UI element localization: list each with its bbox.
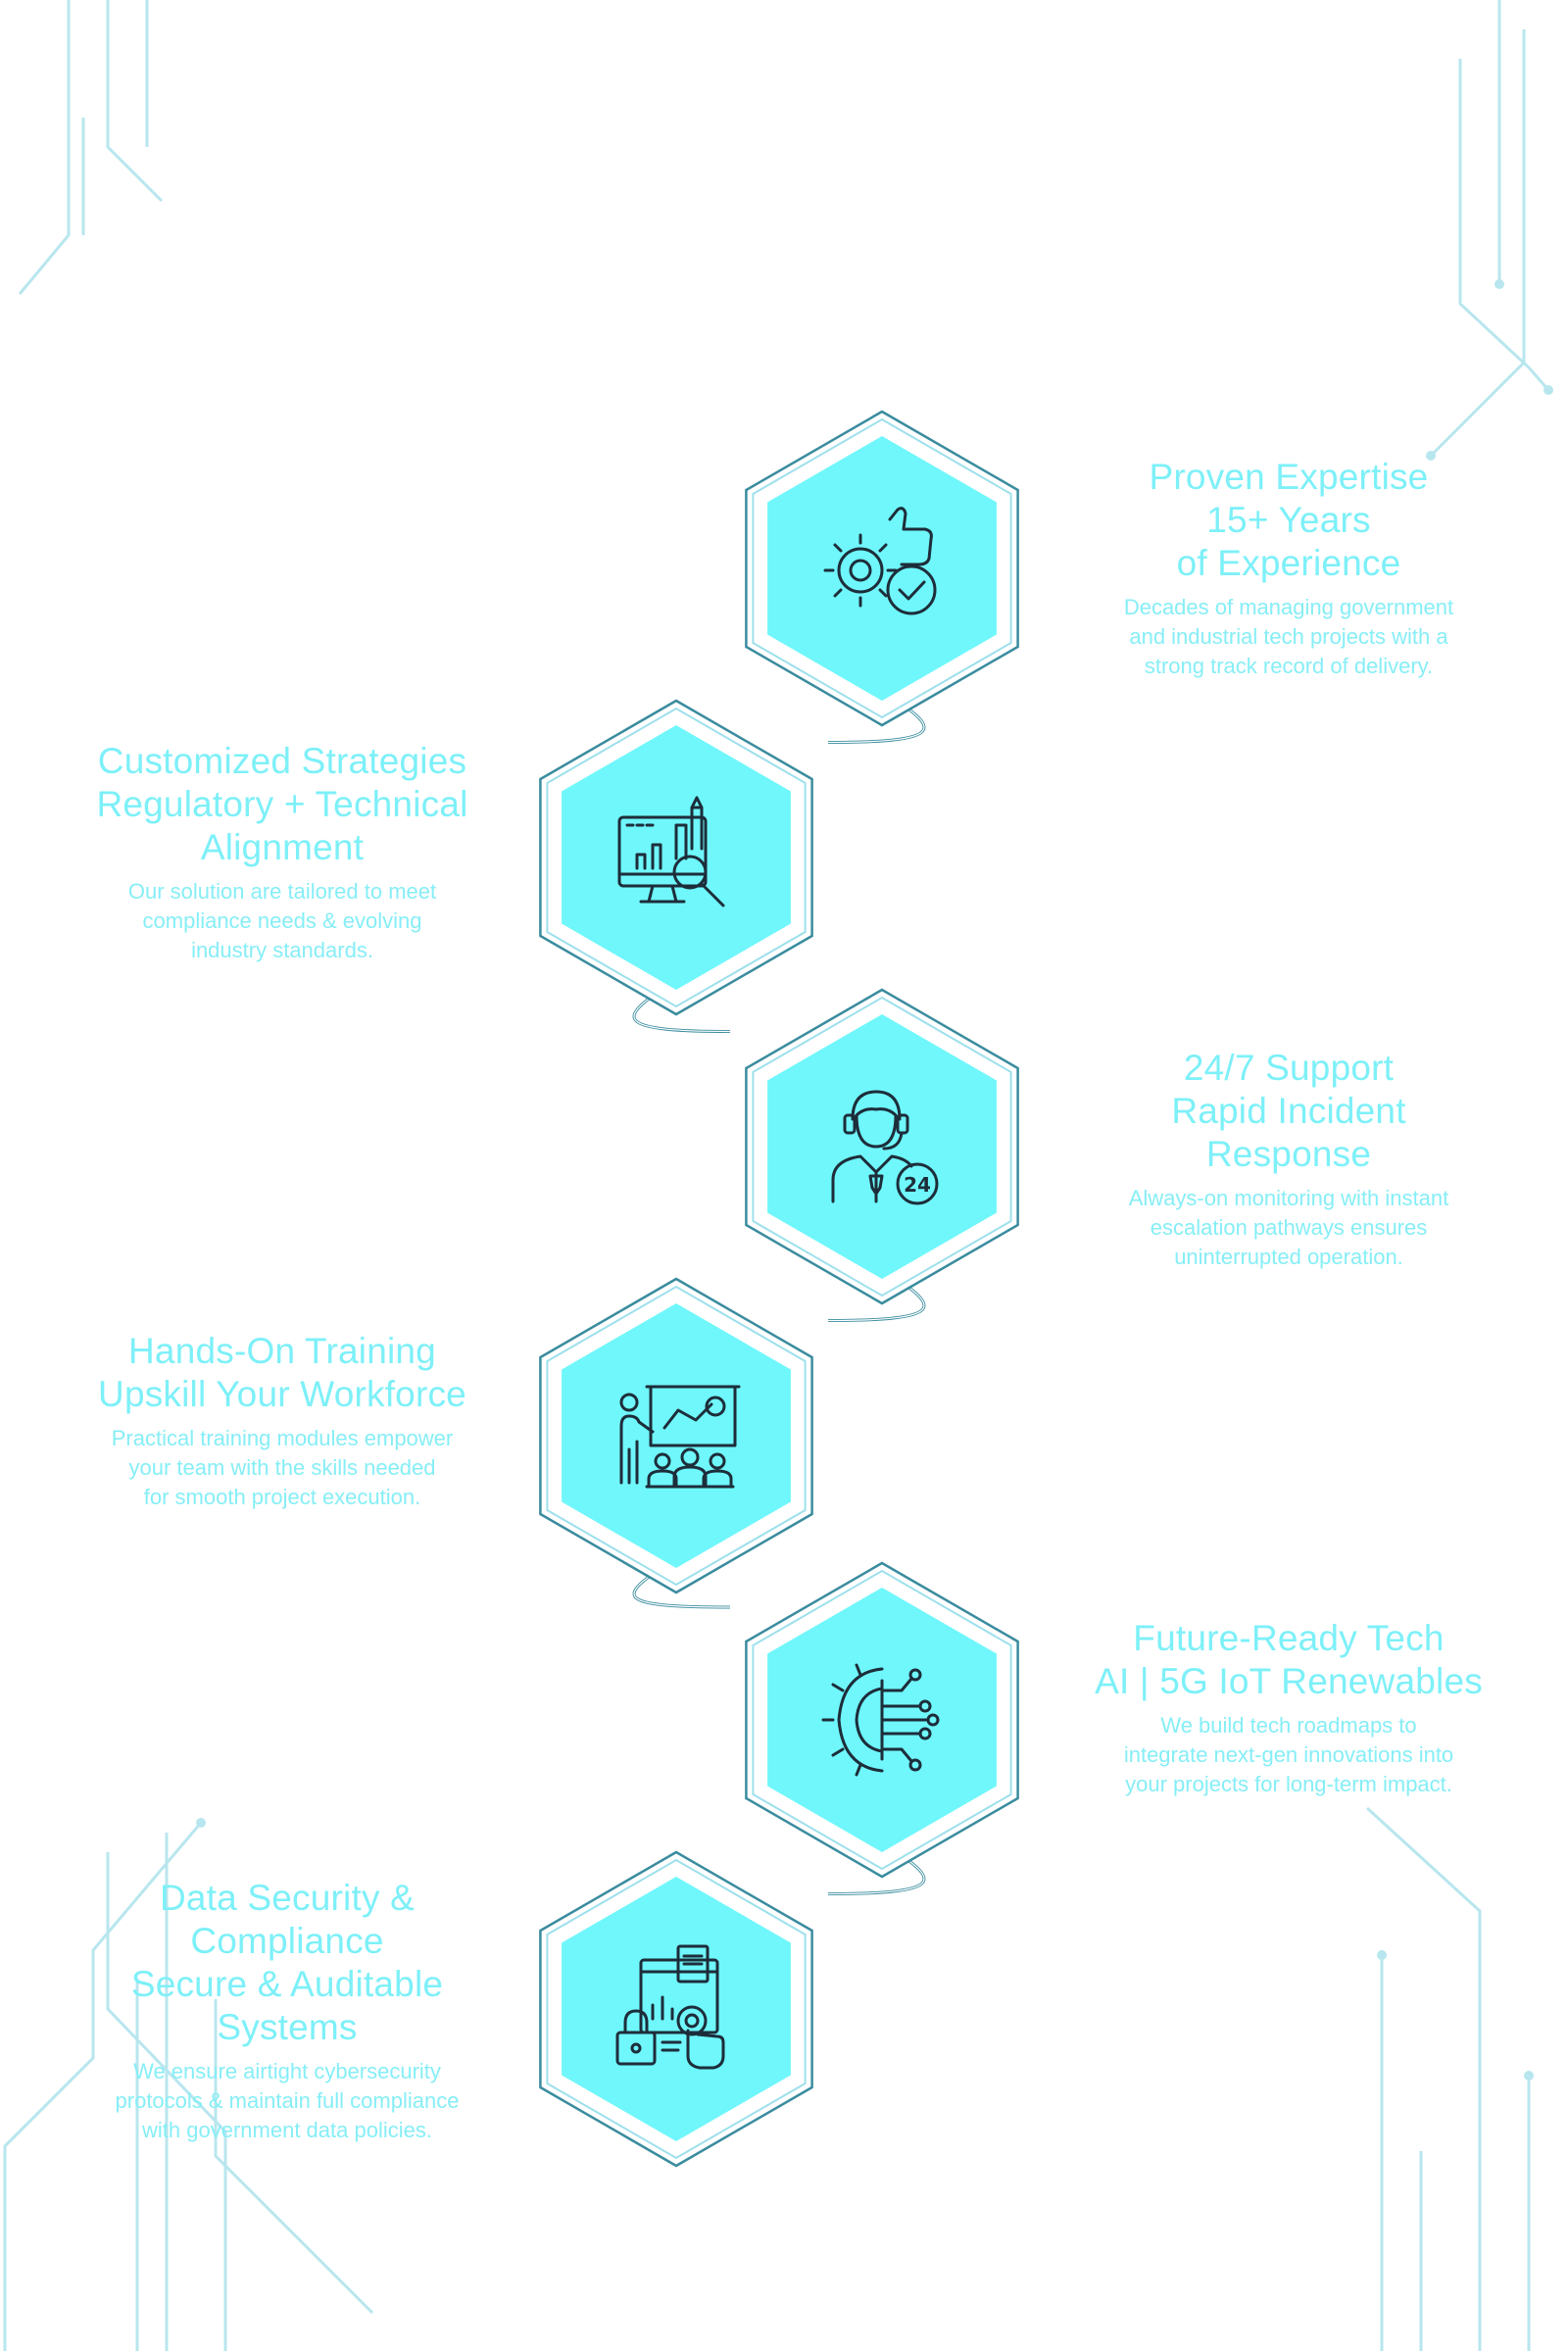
gear-thumbs-up-check-icon	[813, 500, 951, 637]
feature-title: Proven Expertise 15+ Years of Experience	[1149, 457, 1429, 583]
feature-description: Our solution are tailored to meet compli…	[127, 879, 437, 962]
svg-text:24: 24	[904, 1173, 931, 1197]
feature-description: We build tech roadmaps to integrate next…	[1123, 1713, 1454, 1796]
feature-title: Hands-On Training Upskill Your Workforce	[98, 1331, 466, 1414]
support-agent-24-icon: 24	[813, 1078, 951, 1215]
feature-proven-expertise: Proven Expertise 15+ Years of Experience…	[1073, 456, 1504, 681]
connector-curve-inner	[827, 1278, 925, 1322]
feature-description: Decades of managing government and indus…	[1123, 595, 1454, 678]
feature-hands-on-training: Hands-On Training Upskill Your Workforce…	[67, 1330, 498, 1512]
feature-24-7-support: 24/7 Support Rapid Incident Response Alw…	[1073, 1047, 1504, 1272]
hexagon-fill	[562, 1303, 791, 1568]
connector-curve-inner	[633, 1567, 731, 1608]
monitor-chart-magnifier-icon	[608, 790, 745, 927]
feature-description: Practical training modules empower your …	[111, 1426, 454, 1509]
feature-title: Future-Ready Tech AI | 5G IoT Renewables	[1095, 1618, 1483, 1701]
feature-description: Always-on monitoring with instant escala…	[1128, 1186, 1449, 1269]
connector-curve-inner	[633, 989, 731, 1033]
feature-future-ready-tech: Future-Ready Tech AI | 5G IoT Renewables…	[1073, 1617, 1504, 1799]
feature-title: 24/7 Support Rapid Incident Response	[1171, 1048, 1406, 1174]
hexagon-middle-ring	[546, 1858, 807, 2160]
hexagon-middle-ring	[546, 707, 807, 1008]
data-security-lock-icon	[608, 1940, 745, 2078]
feature-title: Data Security & Compliance Secure & Audi…	[130, 1878, 444, 2047]
feature-customized-strategies: Customized Strategies Regulatory + Techn…	[67, 740, 498, 965]
hexagon-fill	[562, 1877, 791, 2141]
hexagon-middle-ring	[752, 996, 1012, 1298]
connector-curve-inner	[827, 700, 925, 744]
feature-title: Customized Strategies Regulatory + Techn…	[96, 741, 468, 867]
hexagon-middle-ring	[752, 417, 1012, 719]
gear-circuit-icon	[813, 1651, 951, 1788]
presentation-training-icon	[608, 1367, 745, 1504]
hexagon-middle-ring	[752, 1569, 1012, 1871]
feature-data-security: Data Security & Compliance Secure & Audi…	[72, 1877, 503, 2145]
connector-curve-inner	[827, 1851, 925, 1895]
feature-description: We ensure airtight cybersecurity protoco…	[115, 2059, 460, 2142]
hexagon-middle-ring	[546, 1285, 807, 1587]
